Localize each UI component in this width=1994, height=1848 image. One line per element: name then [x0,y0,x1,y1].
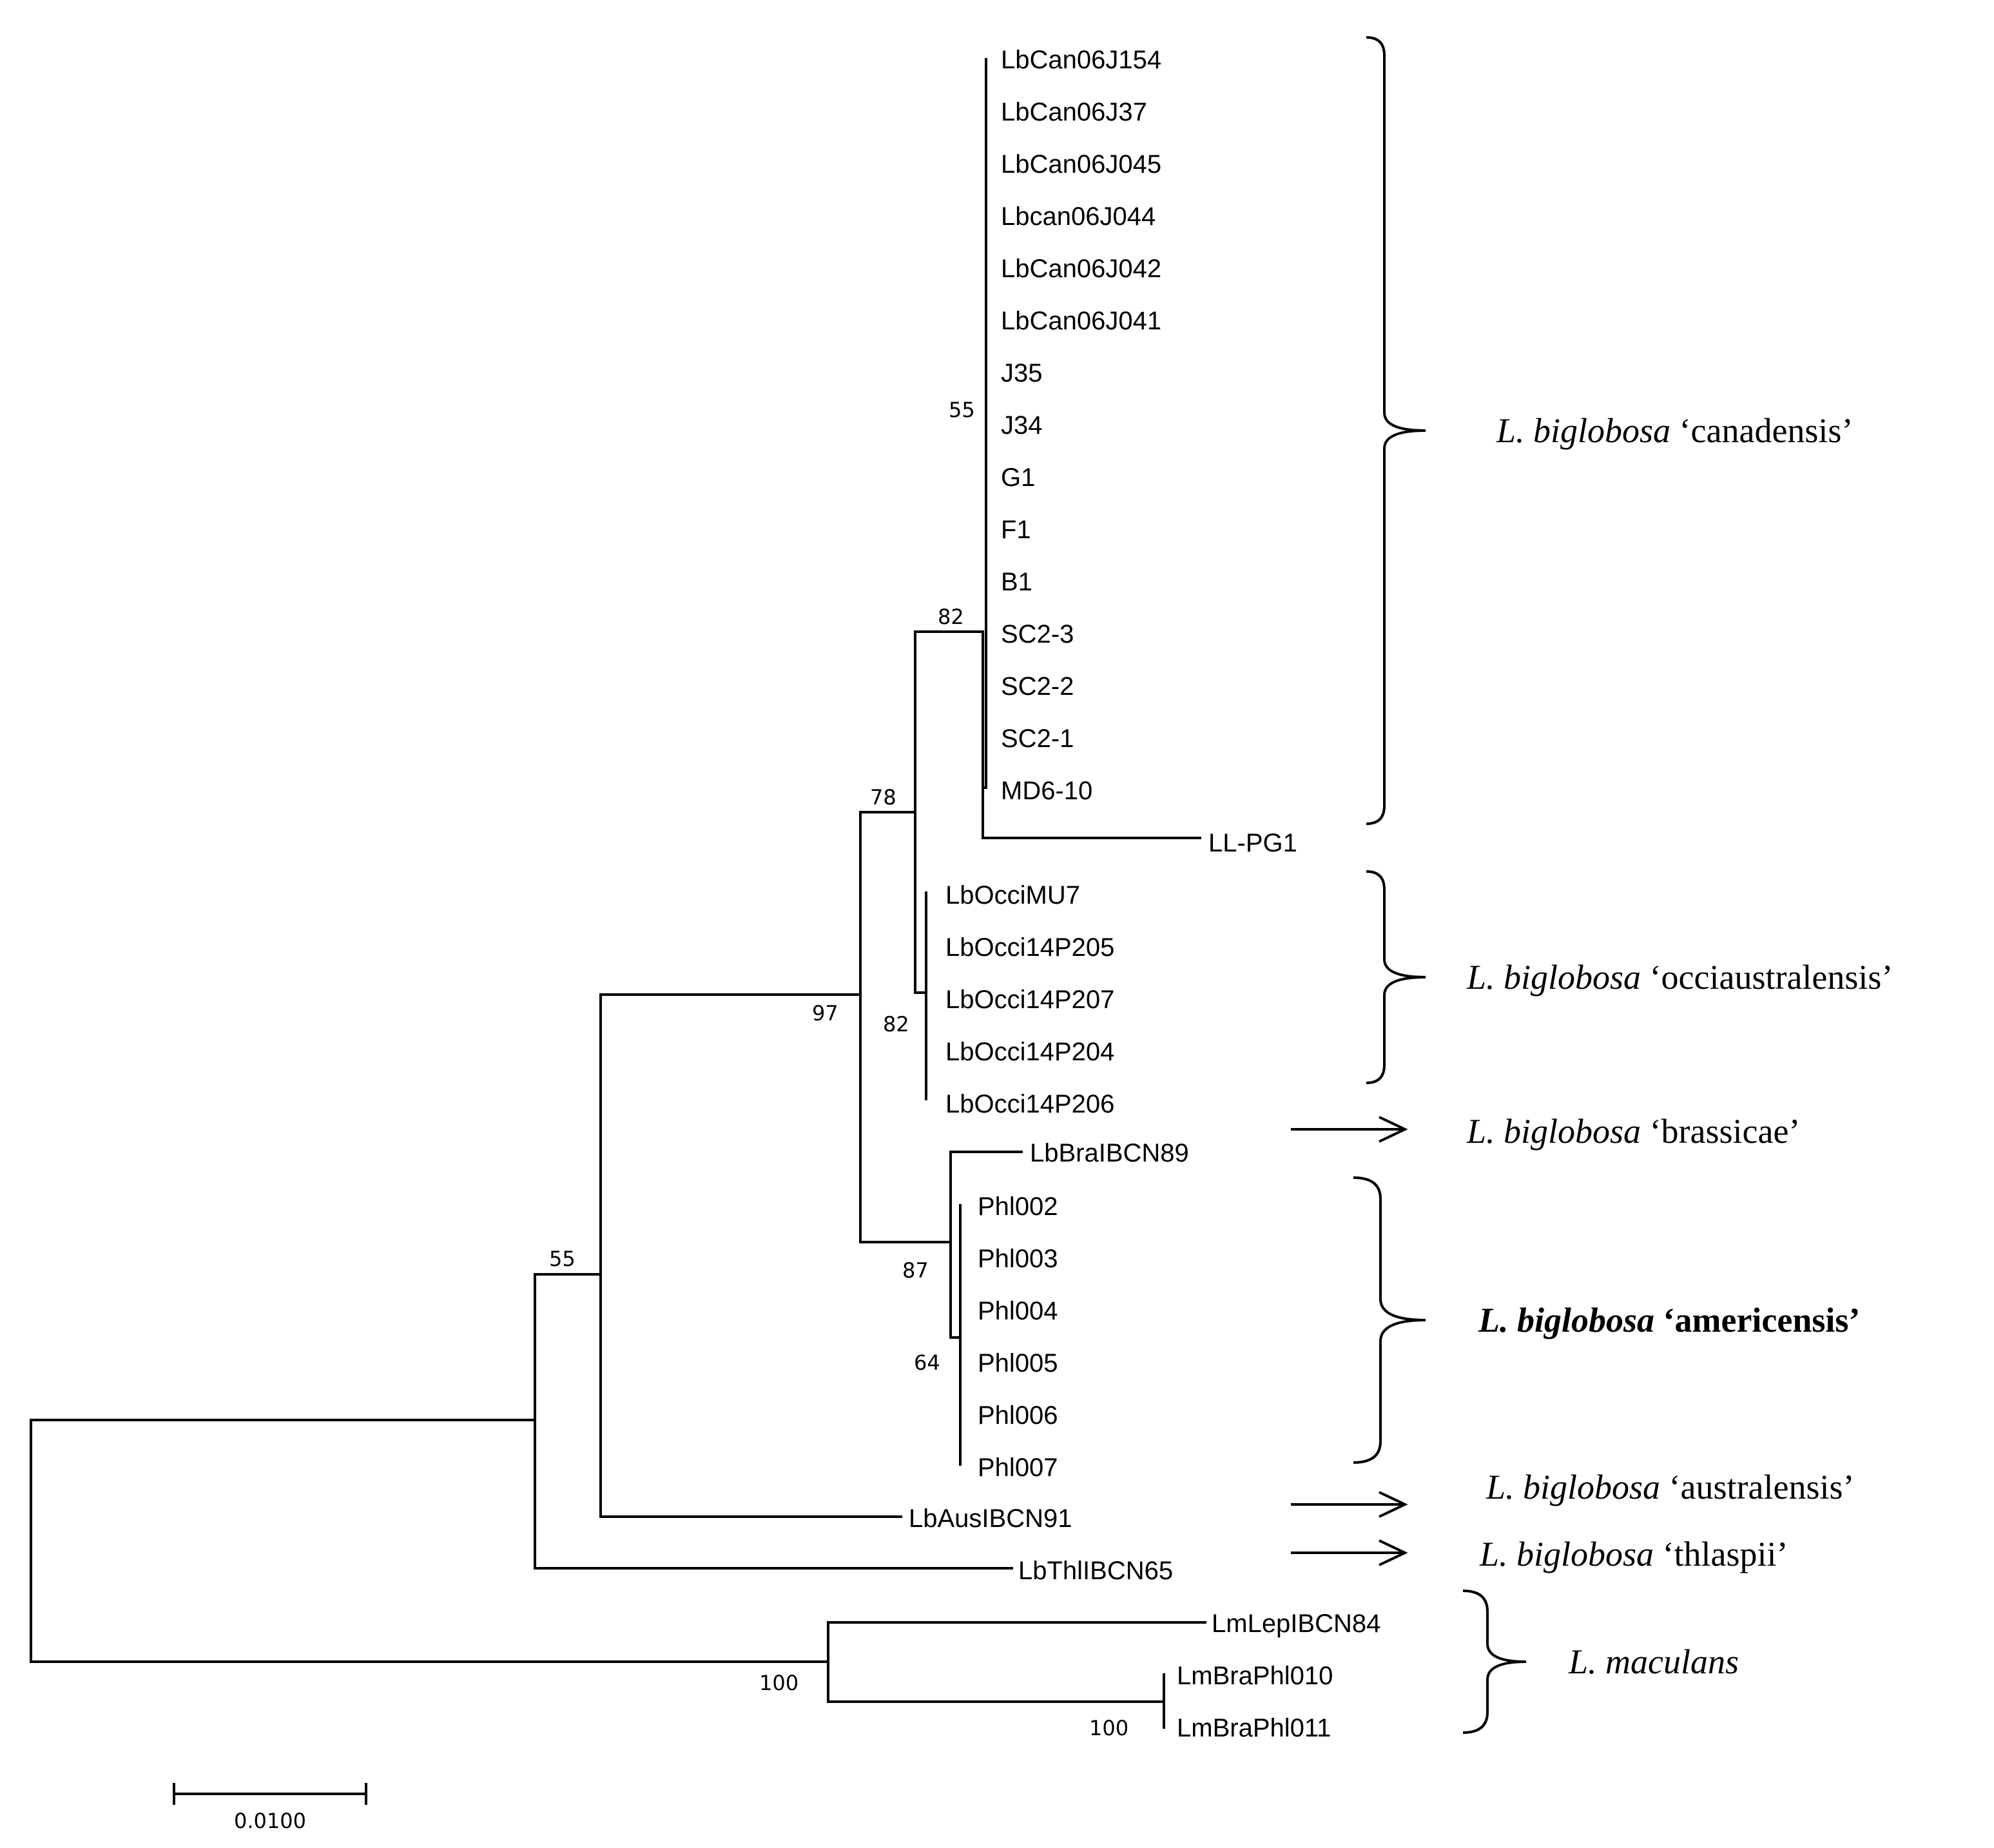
tip-label: LmBraPhl010 [1177,1662,1333,1690]
tip-label: LL-PG1 [1208,829,1297,857]
brace-americensis [1353,1176,1426,1464]
tip-label: SC2-2 [1001,672,1074,701]
tip-label: LbAusIBCN91 [909,1504,1072,1533]
bootstrap-value: 55 [549,1247,576,1271]
tip-label: Phl002 [978,1192,1058,1221]
tip-label: LbOcciMU7 [945,881,1080,909]
bootstrap-value: 100 [759,1671,799,1695]
clade-genus: L. biglobosa [1466,958,1641,997]
tip-label: B1 [1001,568,1032,596]
bootstrap-value: 55 [949,398,975,422]
tip-label: J34 [1001,411,1043,440]
clade-genus: L. biglobosa [1496,411,1670,450]
tip-label: Phl004 [978,1297,1058,1325]
clade-subgroup: ‘australensis’ [1669,1468,1855,1506]
tip-label: LbCan06J37 [1001,98,1147,126]
brace-occiaustralensis [1366,870,1426,1084]
clade-genus: L. biglobosa [1466,1112,1641,1151]
bootstrap-value: 64 [914,1350,940,1375]
clade-genus: L. biglobosa [1479,1535,1654,1573]
bootstrap-value: 87 [902,1258,929,1283]
tip-label: SC2-3 [1001,620,1074,648]
clade-subgroup: ‘brassicae’ [1650,1112,1801,1151]
tip-label: LbCan06J041 [1001,307,1161,335]
tip-label: Lbcan06J044 [1001,202,1156,231]
bootstrap-value: 78 [870,785,896,810]
bootstrap-value: 100 [1089,1716,1128,1740]
scale-bar-label: 0.0100 [234,1809,306,1833]
tip-label: LbBraIBCN89 [1030,1139,1189,1167]
clade-genus: L. biglobosa [1486,1468,1660,1506]
arrow-australensis [1291,1491,1408,1518]
brace-canadensis [1366,36,1426,825]
clade-subgroup: ‘occiaustralensis’ [1650,958,1893,997]
clade-name-canadensis: L. biglobosa ‘canadensis’ [1496,411,1853,450]
bootstrap-value: 82 [883,1012,909,1036]
tip-label: F1 [1001,516,1031,544]
clade-subgroup: ‘canadensis’ [1679,411,1854,450]
tip-label: Phl005 [978,1349,1058,1377]
tip-label: Phl006 [978,1401,1058,1430]
tip-label: J35 [1001,359,1043,387]
clade-subgroup: ‘americensis’ [1663,1301,1861,1339]
tip-label: LbOcci14P205 [945,933,1114,962]
clade-braces [1353,36,1527,1734]
tip-label: LbThlIBCN65 [1018,1557,1173,1585]
bootstrap-values: 55 82 78 82 97 87 64 55 100 100 [549,398,1128,1740]
tip-label: MD6-10 [1001,777,1092,805]
tip-label: SC2-1 [1001,725,1074,753]
tip-labels: LbCan06J154 LbCan06J37 LbCan06J045 Lbcan… [909,46,1380,1742]
tree-branches [30,58,1206,1729]
tip-label: LbCan06J045 [1001,150,1161,179]
clade-names: L. biglobosa ‘canadensis’ L. biglobosa ‘… [1466,411,1893,1681]
tip-label: LbCan06J042 [1001,255,1161,283]
arrow-thlaspii [1291,1539,1408,1566]
tip-label: Phl003 [978,1245,1058,1273]
tip-label: LmLepIBCN84 [1212,1610,1380,1638]
clade-name-occiaustralensis: L. biglobosa ‘occiaustralensis’ [1466,958,1893,997]
tip-label: LmBraPhl011 [1177,1714,1331,1742]
arrow-brassicae [1291,1116,1408,1143]
clade-name-americensis: L. biglobosa ‘americensis’ [1478,1301,1860,1339]
clade-name-maculans: L. maculans [1568,1642,1739,1681]
clade-name-australensis: L. biglobosa ‘australensis’ [1486,1468,1854,1506]
tip-label: G1 [1001,463,1035,492]
tip-label: LbOcci14P206 [945,1090,1114,1118]
clade-arrows [1291,1116,1408,1566]
clade-name-thlaspii: L. biglobosa ‘thlaspii’ [1479,1535,1788,1573]
scale-bar: 0.0100 [173,1783,367,1833]
tip-label: LbCan06J154 [1001,46,1161,74]
tip-label: Phl007 [978,1454,1058,1482]
tip-label: LbOcci14P207 [945,986,1114,1014]
clade-name-brassicae: L. biglobosa ‘brassicae’ [1466,1112,1800,1151]
brace-maculans [1462,1590,1527,1734]
clade-subgroup: ‘thlaspii’ [1663,1535,1788,1573]
bootstrap-value: 82 [938,605,964,629]
clade-genus: L. biglobosa [1478,1301,1654,1339]
tip-label: LbOcci14P204 [945,1038,1114,1066]
bootstrap-value: 97 [812,1001,838,1026]
